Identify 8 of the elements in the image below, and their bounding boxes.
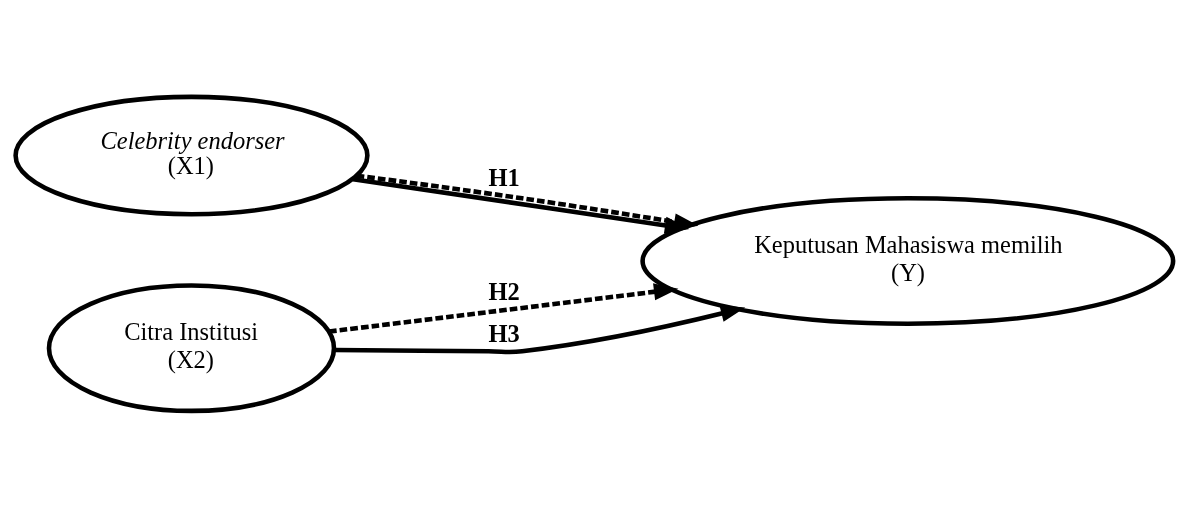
arrow — [334, 304, 746, 354]
arrow — [329, 282, 679, 334]
edge-label: H1 — [488, 163, 520, 191]
edge-label: H3 — [488, 319, 520, 347]
node-ellipse: Keputusan Mahasiswa memilih (Y) — [640, 195, 1176, 326]
edge-label: H2 — [488, 277, 520, 305]
node-ellipse: Citra Institusi (X2) — [46, 282, 337, 413]
node-ellipse: Celebrity endorser (X1) — [13, 94, 370, 216]
